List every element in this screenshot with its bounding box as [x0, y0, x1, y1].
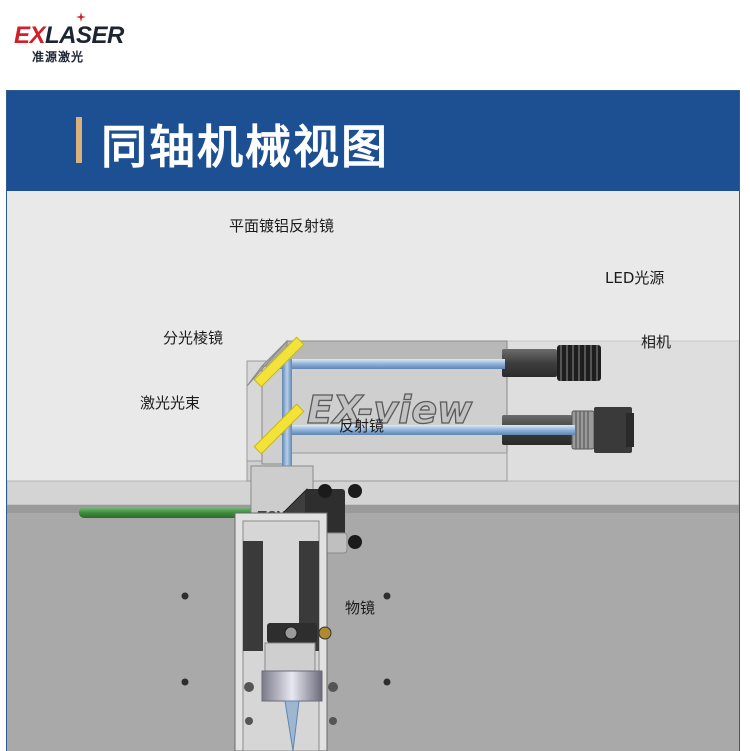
label-camera: 相机 [641, 333, 672, 351]
laser-beam-path [79, 507, 279, 518]
label-objective: 物镜 [345, 599, 376, 617]
label-reflector: 反射镜 [339, 417, 385, 435]
label-laser-beam: 激光光束 [140, 394, 201, 412]
led-beam-path [275, 359, 505, 369]
logo-chinese-name: 准源激光 [32, 50, 85, 64]
logo-wordmark-red: EX [14, 22, 46, 49]
label-flat-mirror: 平面镀铝反射镜 [229, 217, 335, 235]
camera-beam-path [275, 425, 575, 435]
logo-star-icon [76, 12, 86, 22]
logo-wordmark-main: LASER [45, 22, 124, 49]
diagram-frame: 同轴机械视图 [6, 90, 740, 751]
flat-aluminum-mirror [253, 336, 305, 388]
exlaser-logo: EXLASER 准源激光 [14, 12, 149, 66]
mechanical-drawing: EX-view [7, 191, 739, 751]
objective-lens [261, 670, 323, 702]
coaxial-mechanical-view: EX-view [7, 191, 739, 751]
label-led-source: LED光源 [605, 269, 665, 287]
title-accent-bar [76, 117, 82, 163]
logo-wordmark: EXLASER [14, 22, 124, 50]
page-title: 同轴机械视图 [101, 120, 389, 174]
label-beam-splitter: 分光棱镜 [163, 329, 224, 347]
beam-splitter-prism [253, 403, 305, 455]
title-banner: 同轴机械视图 [7, 91, 739, 191]
